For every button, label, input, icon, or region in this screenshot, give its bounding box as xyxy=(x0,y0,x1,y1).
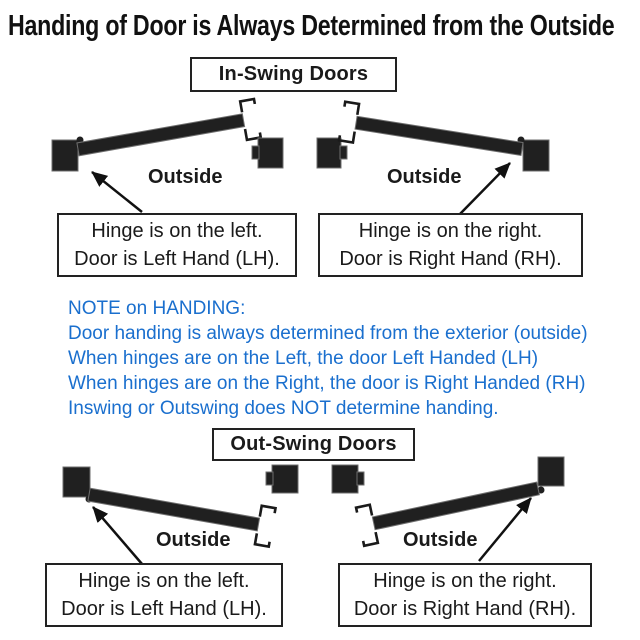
inswing-left-hinge-jamb xyxy=(51,139,79,172)
inswing-center-right-strike xyxy=(339,145,348,160)
inswing-center-left-strike xyxy=(251,145,260,160)
inswing-right-hinge-jamb xyxy=(522,139,550,172)
handing-note: NOTE on HANDING: Door handing is always … xyxy=(68,296,588,421)
inswing-right-door-latch-icon xyxy=(343,100,361,116)
inswing-center-left-jamb xyxy=(257,137,284,169)
inswing-right-hinge-box: Hinge is on the right. Door is Right Han… xyxy=(318,213,583,277)
outswing-left-hinge-box: Hinge is on the left. Door is Left Hand … xyxy=(45,563,283,627)
outswing-left-hinge-jamb xyxy=(62,466,91,498)
hinge-box-line: Hinge is on the right. xyxy=(373,570,557,592)
outswing-left-door-latch-icon xyxy=(253,533,271,549)
hinge-box-line: Door is Right Hand (RH). xyxy=(339,248,562,270)
outswing-left-hinge-arrow-icon xyxy=(92,506,143,565)
handing-note-heading: NOTE on HANDING: xyxy=(68,298,246,319)
hinge-box-line: Door is Left Hand (LH). xyxy=(74,248,280,270)
outswing-right-hinge-arrow-icon xyxy=(478,497,532,562)
outswing-left-outside-label: Outside xyxy=(156,529,231,551)
outswing-section-label: Out-Swing Doors xyxy=(212,428,415,461)
outswing-right-hinge-box: Hinge is on the right. Door is Right Han… xyxy=(338,563,592,627)
page-title: Handing of Door is Always Determined fro… xyxy=(8,10,615,42)
inswing-right-outside-label: Outside xyxy=(387,166,462,188)
inswing-left-hinge-box: Hinge is on the left. Door is Left Hand … xyxy=(57,213,297,277)
inswing-left-door xyxy=(76,97,263,157)
inswing-center-right-jamb xyxy=(316,137,342,169)
outswing-section-label-text: Out-Swing Doors xyxy=(230,433,397,455)
handing-note-line: When hinges are on the Right, the door i… xyxy=(68,373,586,394)
outswing-right-hinge-jamb xyxy=(537,456,565,487)
inswing-left-door-latch-icon xyxy=(243,128,263,142)
hinge-box-line: Hinge is on the left. xyxy=(91,220,263,242)
inswing-right-door-latch-icon xyxy=(337,131,356,144)
hinge-box-line: Door is Right Hand (RH). xyxy=(353,598,577,620)
outswing-center-left-jamb xyxy=(271,464,299,494)
inswing-section-label-text: In-Swing Doors xyxy=(218,63,369,85)
inswing-section-label: In-Swing Doors xyxy=(190,57,397,92)
inswing-left-outside-label: Outside xyxy=(148,166,223,188)
outswing-left-door-latch-icon xyxy=(258,504,278,517)
handing-note-line: Inswing or Outswing does NOT determine h… xyxy=(68,398,499,419)
hinge-box-line: Hinge is on the right. xyxy=(358,220,543,242)
inswing-left-hinge-arrow-icon xyxy=(91,171,143,213)
inswing-left-door-latch-icon xyxy=(238,97,257,113)
outswing-center-left-strike xyxy=(265,471,274,486)
hinge-box-line: Hinge is on the left. xyxy=(78,570,250,592)
handing-note-line: When hinges are on the Left, the door Le… xyxy=(68,348,539,369)
handing-note-line: Door handing is always determined from t… xyxy=(68,323,588,344)
inswing-right-hinge-arrow-icon xyxy=(459,162,511,215)
outswing-center-right-strike xyxy=(356,471,365,486)
inswing-right-door xyxy=(337,100,524,156)
outswing-right-door-latch-icon xyxy=(361,531,380,548)
hinge-box-line: Door is Left Hand (LH). xyxy=(61,598,267,620)
outswing-center-right-jamb xyxy=(331,464,359,494)
outswing-right-door-latch-icon xyxy=(354,503,374,516)
outswing-right-door xyxy=(354,481,540,548)
outswing-left-door xyxy=(87,487,278,549)
outswing-right-outside-label: Outside xyxy=(403,529,478,551)
